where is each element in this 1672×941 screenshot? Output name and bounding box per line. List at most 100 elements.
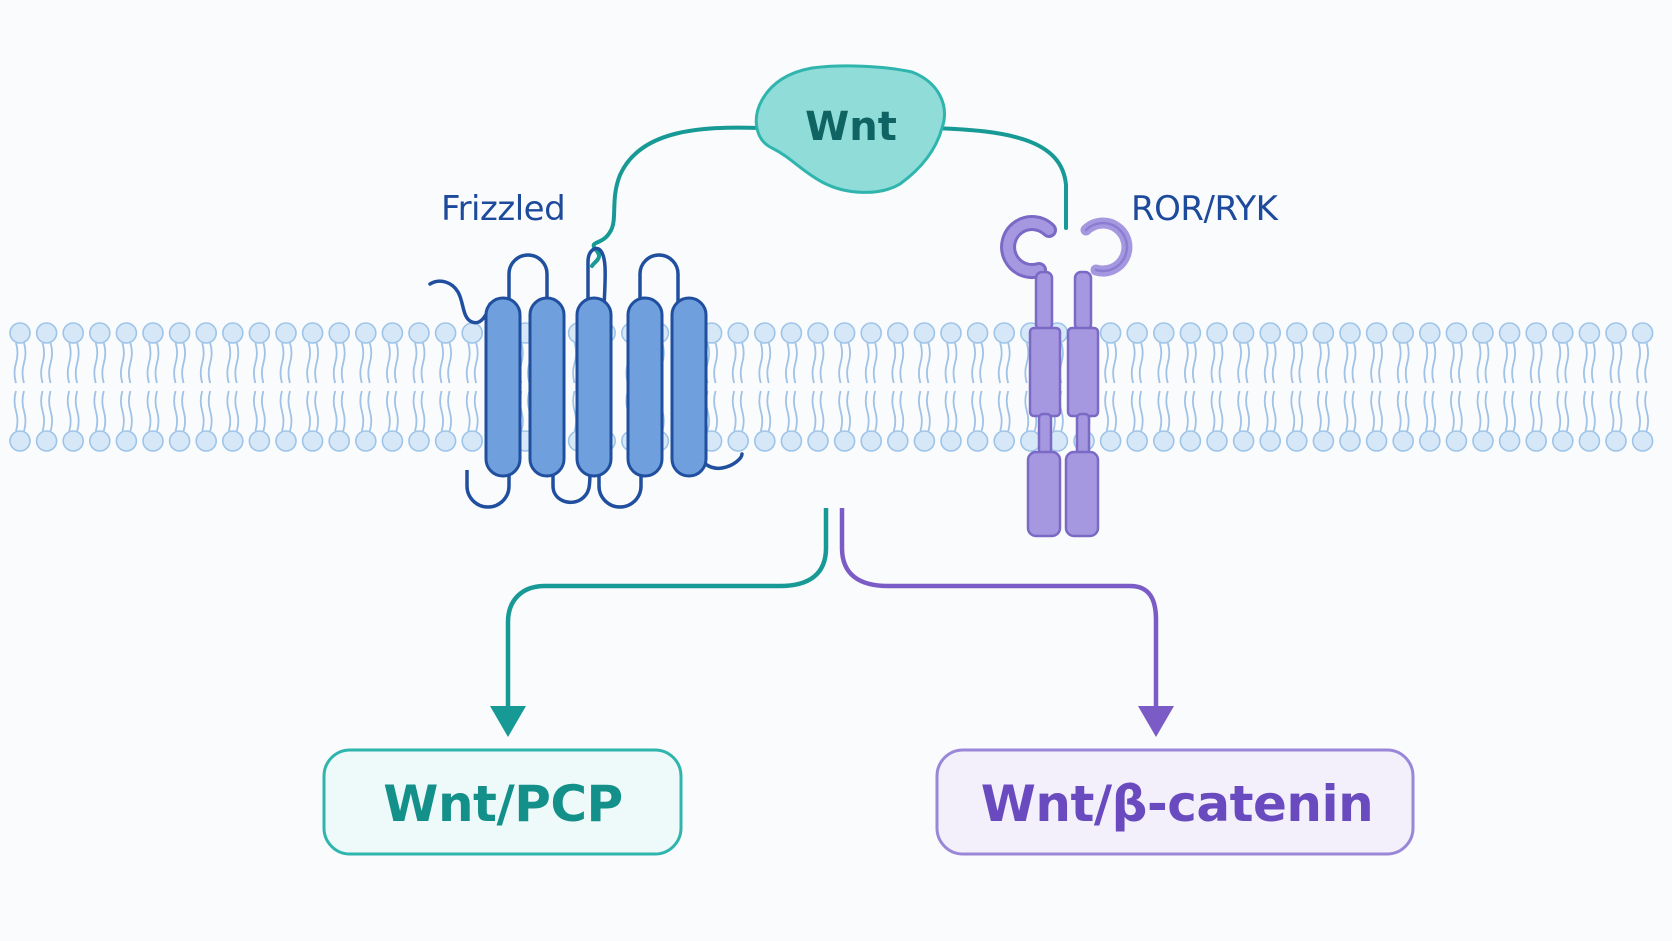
lipid-head <box>753 430 776 452</box>
wnt-ror-connector <box>928 126 1068 230</box>
lipid-tail <box>1378 390 1383 432</box>
lipid-tail <box>1130 342 1136 384</box>
lipid-head <box>354 430 377 452</box>
lipid-tail <box>1591 342 1596 384</box>
lipid-tail <box>1431 390 1437 432</box>
lipid-tail <box>199 390 205 432</box>
lipid-tail <box>447 390 452 432</box>
lipid-head <box>1631 322 1654 344</box>
lipid-tail <box>899 390 905 432</box>
lipid-tail <box>971 390 976 432</box>
lipid-tail <box>66 390 72 432</box>
lipid-head <box>168 430 191 452</box>
lipid-head <box>1259 322 1281 344</box>
frizzled-ecl-2 <box>638 253 680 306</box>
lipid-tail <box>279 342 285 384</box>
frizzled-helix-2 <box>528 296 566 478</box>
lipid-head <box>1392 322 1414 344</box>
lipid-tail <box>1192 342 1197 384</box>
lipid-head <box>222 430 244 452</box>
lipid-tail <box>1112 342 1117 384</box>
lipid-head <box>780 430 803 452</box>
lipid-tail <box>473 342 479 384</box>
lipid-head <box>833 430 856 452</box>
lipid-tail <box>739 390 745 432</box>
lipid-tail <box>412 342 418 384</box>
lipid-tail <box>1184 390 1189 432</box>
lipid-tail <box>1564 390 1570 432</box>
lipid-tail <box>1245 390 1250 432</box>
lipid-head <box>1578 322 1601 344</box>
lipid-tail <box>13 390 19 432</box>
lipid-tail <box>758 390 764 432</box>
ror-right-tm <box>1066 326 1100 418</box>
lipid-tail <box>918 342 923 384</box>
lipid-tail <box>1503 342 1508 384</box>
ror-left-cytoplasmic <box>1026 450 1062 538</box>
lipid-head <box>1578 430 1601 452</box>
lipid-tail <box>1271 342 1277 384</box>
lipid-tail <box>21 342 27 384</box>
lipid-head <box>248 322 271 344</box>
lipid-head <box>1232 322 1255 344</box>
lipid-tail <box>1263 390 1269 432</box>
lipid-tail <box>173 390 178 432</box>
lipid-head <box>807 322 829 344</box>
lipid-head <box>1472 430 1494 452</box>
lipid-tail <box>253 390 258 432</box>
lipid-tail <box>1343 390 1349 432</box>
pcp-label: Wnt/PCP <box>383 775 622 833</box>
lipid-head <box>1179 430 1202 452</box>
ror-right-head-outline <box>1084 221 1129 273</box>
lipid-head <box>1126 430 1148 452</box>
lipid-tail <box>766 390 772 432</box>
lipid-head <box>940 430 962 452</box>
ror-ryk-receptor: ROR/RYK <box>1000 189 1280 538</box>
lipid-head <box>434 430 457 452</box>
lipid-head <box>461 430 484 452</box>
lipid-tail <box>93 390 99 432</box>
lipid-head <box>115 322 138 344</box>
lipid-tail <box>314 342 319 384</box>
lipid-tail <box>1351 390 1357 432</box>
lipid-head <box>1392 430 1414 452</box>
lipid-tail <box>1529 342 1535 384</box>
lipid-tail <box>1450 390 1455 432</box>
lipid-tail <box>1423 390 1429 432</box>
lipid-tail <box>120 390 125 432</box>
lipid-tail <box>359 342 365 384</box>
lipid-tail <box>207 342 213 384</box>
lipid-tail <box>926 390 931 432</box>
lipid-head <box>301 430 324 452</box>
lipid-tail <box>340 342 346 384</box>
lipid-tail <box>367 342 373 384</box>
lipid-head <box>328 430 351 452</box>
lipid-head <box>195 430 217 452</box>
lipid-head <box>780 322 803 344</box>
frizzled-n-terminus <box>428 279 492 325</box>
lipid-tail <box>1404 390 1410 432</box>
frizzled-icl-1 <box>465 470 511 509</box>
lipid-tail <box>21 390 27 432</box>
lipid-tail <box>386 390 391 432</box>
ror-left-linker <box>1037 412 1053 456</box>
lipid-tail <box>1537 342 1543 384</box>
lipid-head <box>195 322 217 344</box>
lipid-head <box>1153 322 1175 344</box>
lipid-tail <box>154 390 160 432</box>
beta-catenin-label: Wnt/β-catenin <box>981 775 1373 833</box>
lipid-head <box>354 322 377 344</box>
lipid-head <box>1206 430 1228 452</box>
lipid-tail <box>394 342 399 384</box>
lipid-head <box>1312 322 1335 344</box>
lipid-tail <box>1104 342 1109 384</box>
beta-catenin-arrow <box>839 508 1159 706</box>
lipid-tail <box>306 342 311 384</box>
lipid-tail <box>146 390 152 432</box>
lipid-tail <box>846 390 851 432</box>
lipid-tail <box>864 390 870 432</box>
lipid-tail <box>1245 342 1250 384</box>
lipid-head <box>328 322 351 344</box>
lipid-tail <box>899 342 905 384</box>
